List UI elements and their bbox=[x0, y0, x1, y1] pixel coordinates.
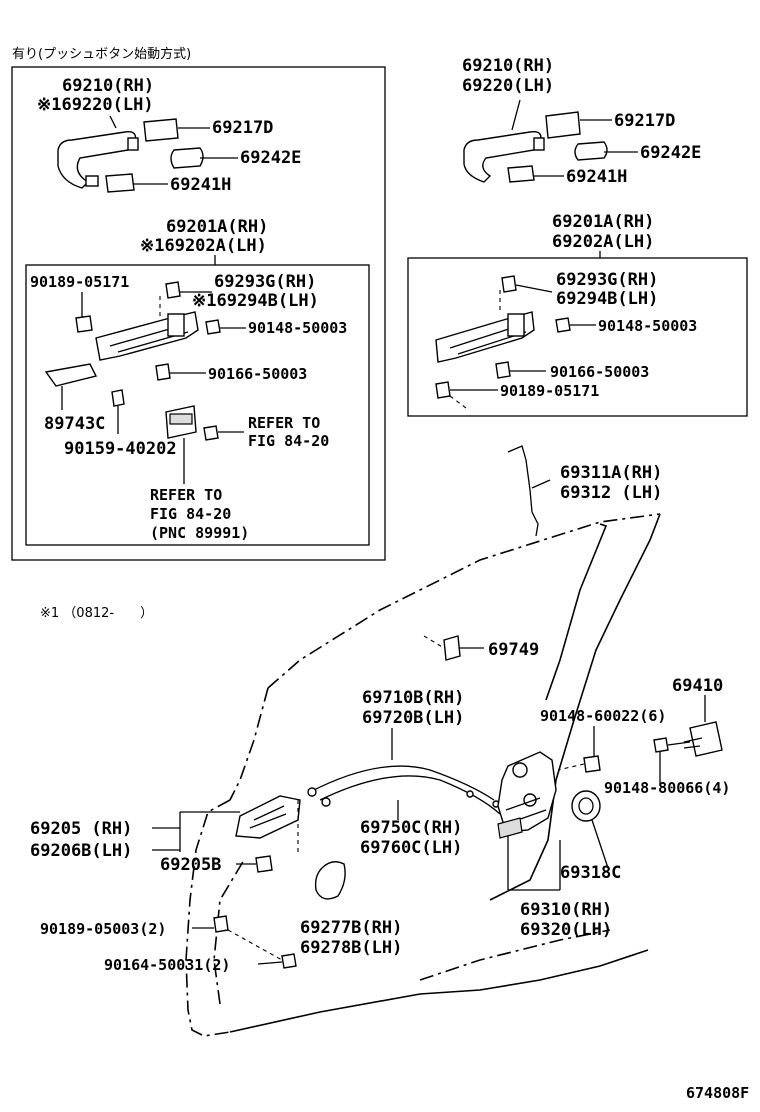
right-69217d-part bbox=[545, 111, 581, 139]
label-69205b: 69205B bbox=[160, 855, 221, 875]
label-rod-b: 69312 (LH) bbox=[560, 483, 662, 503]
bolt-80066 bbox=[653, 737, 669, 753]
label-l1-frame-b: ※169202A(LH) bbox=[140, 236, 267, 256]
label-r-90166: 90166-50003 bbox=[550, 363, 649, 381]
label-inner-a: 69205 (RH) bbox=[30, 819, 132, 839]
label-bolt-60022: 90148-60022(6) bbox=[540, 707, 666, 725]
label-l1-69241h: 69241H bbox=[170, 175, 231, 195]
label-rod-a: 69311A(RH) bbox=[560, 463, 662, 483]
label-l1-69242e: 69242E bbox=[240, 148, 301, 168]
label-r-frame-b: 69202A(LH) bbox=[552, 232, 654, 252]
label-l1-69293g: 69293G(RH) bbox=[214, 272, 316, 292]
left-bolt-90148 bbox=[205, 319, 221, 335]
left-inner-box bbox=[25, 264, 370, 546]
label-cap-a: 69277B(RH) bbox=[300, 918, 402, 938]
left-69242e-part bbox=[170, 147, 204, 169]
label-r-69241h: 69241H bbox=[566, 167, 627, 187]
label-cap-b: 69278B(LH) bbox=[300, 938, 402, 958]
right-69242e-part bbox=[574, 141, 608, 161]
left-outer-handle bbox=[57, 131, 139, 189]
right-clip-90189 bbox=[435, 381, 451, 399]
footnote: ※1 （0812- ） bbox=[40, 606, 153, 621]
label-l1-refer2a: REFER TO bbox=[150, 486, 222, 504]
label-l1-90159: 90159-40202 bbox=[64, 439, 177, 459]
label-lock-a: 69310(RH) bbox=[520, 900, 612, 920]
label-r-handle-b: 69220(LH) bbox=[462, 76, 554, 96]
part-69318c bbox=[571, 790, 601, 822]
screw-05003 bbox=[213, 915, 229, 933]
label-l1-90148: 90148-50003 bbox=[248, 319, 347, 337]
label-l1-frame-a: 69201A(RH) bbox=[166, 217, 268, 237]
label-l1-refer1b: FIG 84-20 bbox=[248, 432, 329, 450]
figure-code: 674808F bbox=[686, 1084, 749, 1102]
left-switch-module bbox=[165, 405, 197, 439]
label-l1-69217d: 69217D bbox=[212, 118, 273, 138]
label-r-handle-a: 69210(RH) bbox=[462, 56, 554, 76]
left-69293g-part bbox=[165, 281, 181, 299]
cable-upper bbox=[309, 765, 495, 801]
label-lock-b: 69320(LH) bbox=[520, 920, 612, 940]
label-l1-90189: 90189-05171 bbox=[30, 273, 129, 291]
label-69749: 69749 bbox=[488, 640, 539, 660]
label-screw-50031: 90164-50031(2) bbox=[104, 956, 230, 974]
part-69277b-cap bbox=[314, 861, 346, 900]
left-clip-90189 bbox=[75, 315, 93, 333]
screw-50031 bbox=[281, 953, 297, 969]
door-lock-assembly bbox=[497, 751, 557, 839]
label-r-69293g: 69293G(RH) bbox=[556, 270, 658, 290]
door-outline bbox=[185, 513, 661, 1037]
label-cable1-a: 69710B(RH) bbox=[362, 688, 464, 708]
label-l1-refer1a: REFER TO bbox=[248, 414, 320, 432]
left-screw-90166 bbox=[155, 363, 171, 381]
inner-handle bbox=[235, 795, 301, 839]
right-bolt-90148 bbox=[555, 317, 571, 333]
label-bolt-80066: 90148-80066(4) bbox=[604, 779, 730, 797]
right-69241h-part bbox=[507, 165, 535, 183]
part-69749 bbox=[443, 635, 461, 661]
label-r-frame-a: 69201A(RH) bbox=[552, 212, 654, 232]
label-r-90189: 90189-05171 bbox=[500, 382, 599, 400]
label-r-69294b: 69294B(LH) bbox=[556, 289, 658, 309]
label-r-69217d: 69217D bbox=[614, 111, 675, 131]
right-handle-frame bbox=[435, 311, 535, 363]
left-handle-frame bbox=[95, 311, 199, 361]
label-r-90148: 90148-50003 bbox=[598, 317, 697, 335]
left-69241h-part bbox=[105, 173, 135, 193]
right-frame-box bbox=[407, 257, 748, 417]
label-inner-b: 69206B(LH) bbox=[30, 841, 132, 861]
label-screw-05003: 90189-05003(2) bbox=[40, 920, 166, 938]
part-69205b bbox=[255, 855, 273, 873]
left-69217d-part bbox=[143, 118, 179, 142]
label-cable2-b: 69760C(LH) bbox=[360, 838, 462, 858]
cable-lower bbox=[319, 775, 501, 815]
left-screw-90159 bbox=[111, 389, 125, 407]
label-l1-89743c: 89743C bbox=[44, 414, 105, 434]
left-screw-refer bbox=[203, 425, 219, 441]
label-r-69242e: 69242E bbox=[640, 143, 701, 163]
left-89743c-part bbox=[44, 363, 98, 387]
right-outer-handle bbox=[463, 131, 545, 183]
label-69410: 69410 bbox=[672, 676, 723, 696]
label-l1-handle-b: ※169220(LH) bbox=[37, 95, 154, 115]
label-cable1-b: 69720B(LH) bbox=[362, 708, 464, 728]
left-outer-box bbox=[11, 66, 386, 561]
label-l1-69294b: ※169294B(LH) bbox=[192, 291, 319, 311]
label-l1-refer2b: FIG 84-20 bbox=[150, 505, 231, 523]
label-l1-refer2c: (PNC 89991) bbox=[150, 524, 249, 542]
header-note: 有り(プッシュボタン始動方式) bbox=[12, 46, 191, 62]
bolt-60022 bbox=[583, 755, 601, 773]
right-screw-90166 bbox=[495, 361, 511, 379]
label-l1-handle-a: 69210(RH) bbox=[62, 76, 154, 96]
label-l1-90166: 90166-50003 bbox=[208, 365, 307, 383]
label-69318c: 69318C bbox=[560, 863, 621, 883]
right-69293g-part bbox=[501, 275, 517, 293]
lock-rod bbox=[507, 445, 539, 537]
label-cable2-a: 69750C(RH) bbox=[360, 818, 462, 838]
